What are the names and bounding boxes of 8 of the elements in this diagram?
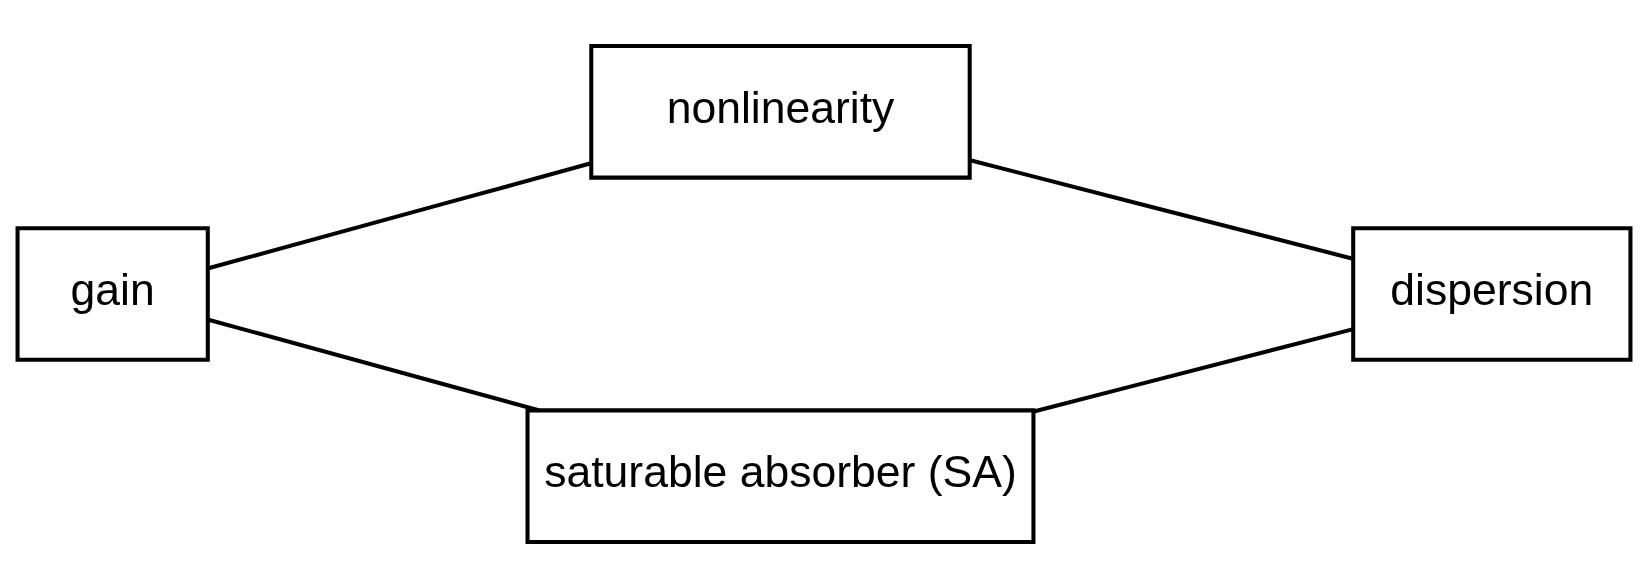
node-box: nonlinearity [588, 43, 972, 180]
node-box: dispersion [1350, 225, 1632, 362]
connector [1032, 326, 1353, 413]
node-box: gain [15, 225, 210, 362]
node-box: saturable absorber (SA) [525, 407, 1035, 544]
connector [207, 317, 539, 412]
connector [969, 157, 1353, 261]
connector [207, 160, 592, 270]
